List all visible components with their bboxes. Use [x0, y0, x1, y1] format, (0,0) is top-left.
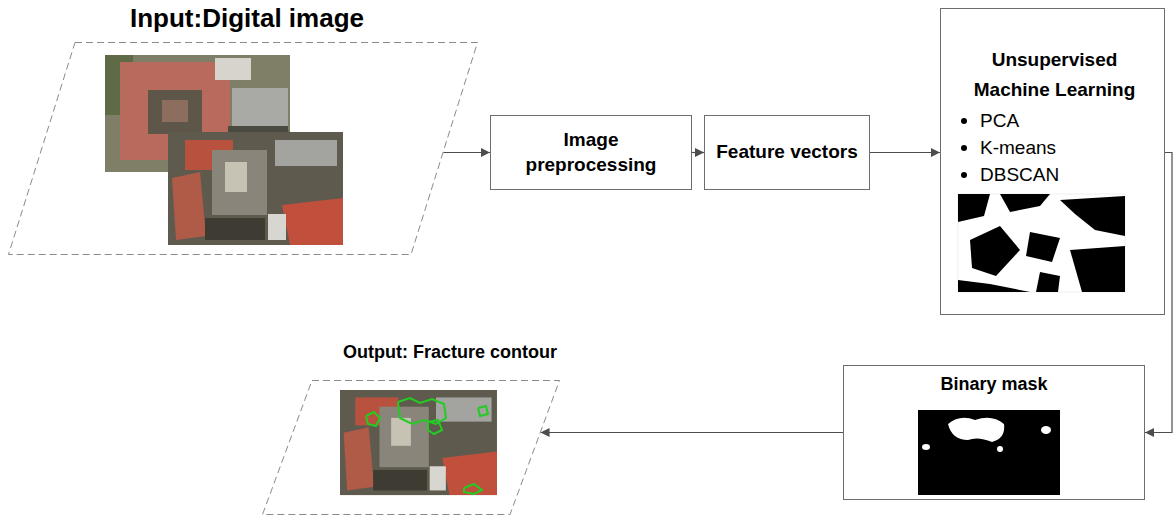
dark-cluster: [1026, 232, 1060, 262]
fracture-contour: [366, 412, 380, 426]
bullet-dot: [961, 172, 967, 178]
text-block: Output: Fracture contour: [343, 342, 557, 363]
rubble: [212, 150, 267, 215]
bullet-item: DBSCAN: [959, 161, 1150, 188]
roof: [282, 198, 343, 245]
flow-arrow: [692, 152, 704, 153]
flat-roof: [275, 140, 337, 166]
clustering-result-image: [958, 194, 1125, 292]
output-parallelogram: Output: Fracture contour: [262, 380, 560, 515]
mask-blob: [1041, 426, 1051, 434]
text-block: Feature vectors: [716, 140, 858, 165]
dark-cluster: [1070, 246, 1125, 292]
dashed-outline: [9, 43, 478, 255]
bullet-dot: [961, 118, 967, 124]
list-text: DBSCAN: [980, 161, 1059, 188]
flat-roof: [232, 88, 288, 126]
text-block: Binary mask: [854, 373, 1134, 395]
flat-roof: [268, 214, 286, 240]
box-label: Image preprocessing: [526, 129, 657, 175]
dark-cluster: [1036, 272, 1060, 292]
text-block: Unsupervised Machine Learning: [959, 45, 1150, 105]
roof: [172, 172, 206, 240]
parallelogram-outline: [262, 380, 560, 515]
contour-result-image: [340, 390, 497, 495]
text-block: Input:Digital image: [130, 3, 364, 34]
box-label: Feature vectors: [716, 141, 858, 162]
image-ground: [958, 194, 1125, 292]
mask-blob: [948, 418, 1004, 442]
flat-roof: [215, 58, 251, 80]
rubble: [225, 162, 247, 192]
flow-arrow: [1145, 153, 1172, 433]
mask-ground: [918, 410, 1060, 495]
mask-blob: [922, 444, 930, 450]
satellite-image-copy: [340, 390, 497, 495]
fracture-contour: [428, 420, 442, 434]
process-box: Feature vectors: [704, 115, 870, 190]
image-ground: [168, 132, 343, 245]
heading-text: Input:Digital image: [130, 3, 364, 33]
dark-cluster: [1060, 196, 1125, 236]
flow-arrow: [443, 152, 490, 153]
heading-text: Output: Fracture contour: [343, 342, 557, 362]
dark-cluster: [970, 226, 1020, 276]
roof: [162, 100, 188, 122]
bullet-item: PCA: [959, 107, 1150, 134]
dark-cluster: [958, 194, 990, 222]
method-box: Unsupervised Machine LearningPCAK-meansD…: [940, 8, 1165, 315]
input-parallelogram: Input:Digital image: [8, 42, 478, 255]
fracture-contour: [478, 406, 488, 416]
shadow: [228, 126, 288, 132]
flow-arrow: [541, 432, 843, 433]
shadow: [205, 218, 265, 240]
binary-mask-image: [918, 410, 1060, 495]
mask-box: Binary mask: [843, 365, 1145, 500]
dashed-outline: [263, 381, 560, 515]
flow-arrow: [870, 152, 940, 153]
bullet-item: K-means: [959, 134, 1150, 161]
box-label: Binary mask: [940, 374, 1047, 394]
list-text: PCA: [980, 107, 1019, 134]
list-text: K-means: [980, 134, 1056, 161]
satellite-image-after: [168, 132, 343, 245]
text-block: Image preprocessing: [497, 128, 685, 177]
dark-cluster: [958, 280, 1030, 292]
bullet-dot: [961, 145, 967, 151]
process-box: Image preprocessing: [490, 115, 692, 190]
mask-blob: [997, 446, 1003, 452]
dark-cluster: [1000, 194, 1050, 212]
parallelogram-outline: [8, 42, 478, 255]
fracture-contour: [464, 484, 482, 494]
box-label: Unsupervised Machine Learning: [974, 49, 1136, 100]
courtyard: [148, 90, 202, 134]
